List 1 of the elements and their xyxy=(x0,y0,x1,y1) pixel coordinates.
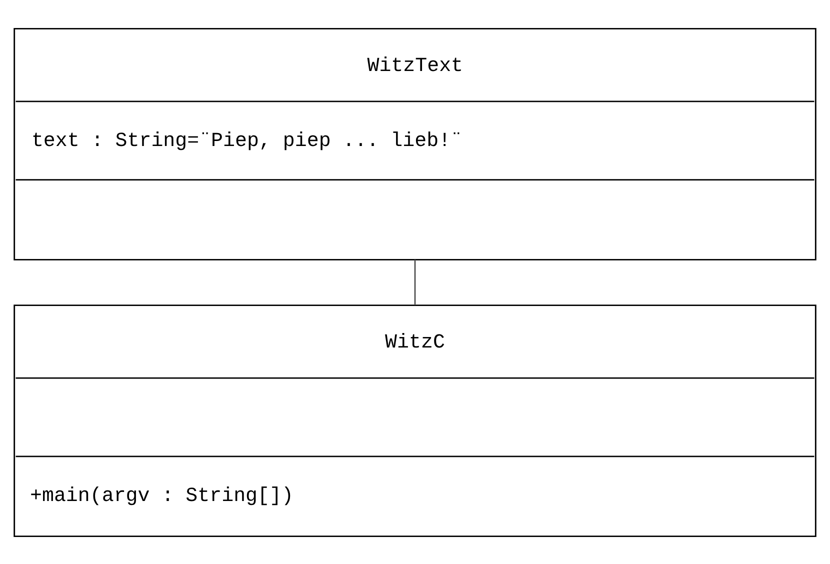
connector xyxy=(414,259,416,305)
